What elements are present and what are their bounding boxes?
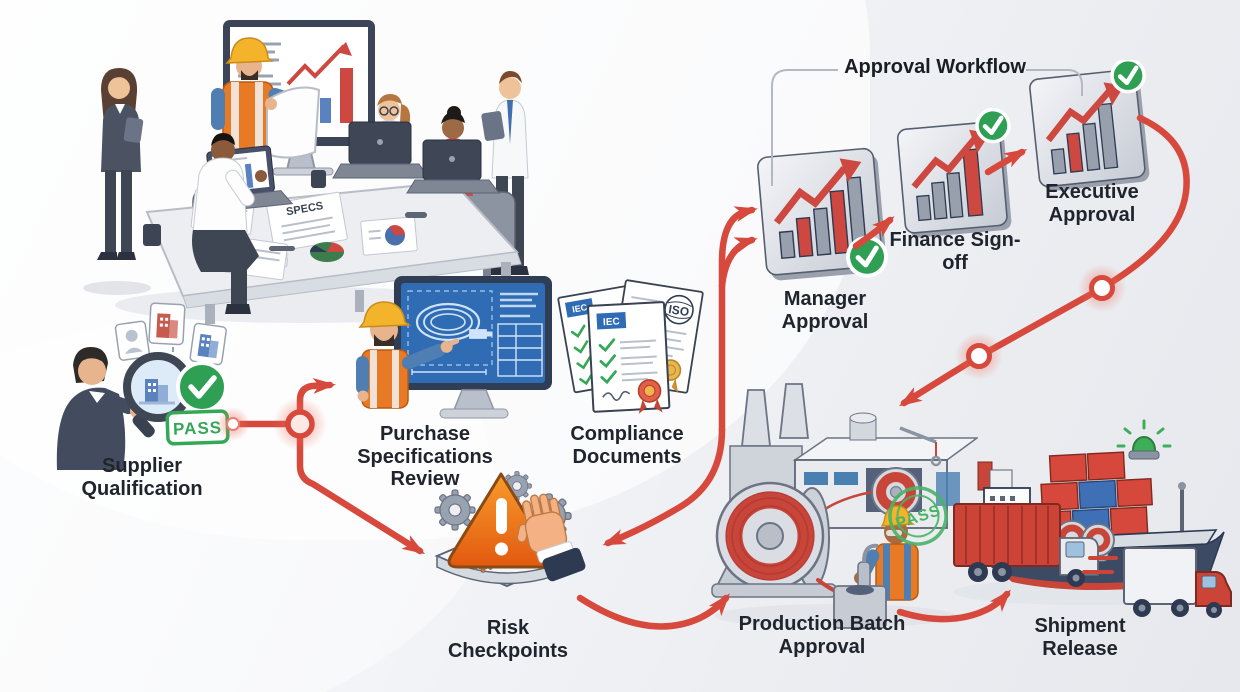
approval-workflow-bracket xyxy=(771,69,1083,186)
approval-cards-illustration xyxy=(757,60,1150,281)
flow-node-start xyxy=(216,407,250,441)
approval-workflow-title: Approval Workflow xyxy=(844,56,1026,78)
flow-risk-to-production xyxy=(576,593,730,630)
iec-document-front: IEC xyxy=(587,301,671,414)
flow-production-to-shipment xyxy=(896,589,1011,623)
shipment-release-label: Shipment Release xyxy=(1034,615,1126,660)
flow-to-manager xyxy=(718,206,758,434)
team-meeting-illustration: SPECS xyxy=(83,20,543,324)
check-icon xyxy=(975,107,1011,144)
supplier-qualification-label: Supplier Qualification xyxy=(81,455,203,500)
flow-node-mid-1 xyxy=(1078,264,1126,312)
purchase-specs-label: Purchase Specifications Review xyxy=(357,423,493,491)
shipment-release-illustration xyxy=(953,419,1232,618)
risk-checkpoints-illustration xyxy=(434,471,586,588)
flow-to-risk-2 xyxy=(602,426,726,547)
risk-checkpoints-label: Risk Checkpoints xyxy=(447,617,569,662)
reviewer-worker xyxy=(356,301,460,409)
svg-text:ISO: ISO xyxy=(668,302,691,319)
compliance-documents-illustration: IEC ISO xyxy=(557,279,704,414)
manager-approval-card xyxy=(757,147,889,281)
finance-signoff-label: Finance Sign-off xyxy=(889,229,1021,274)
hand-icon xyxy=(516,493,586,582)
flow-node-mid-2 xyxy=(955,332,1003,380)
container-truck-icon xyxy=(953,503,1099,587)
manager-approval-label: Manager Approval xyxy=(781,288,869,333)
purchase-specs-illustration xyxy=(356,276,552,419)
executive-approval-label: Executive Approval xyxy=(1045,181,1139,226)
executive-approval-card xyxy=(1029,60,1150,192)
svg-text:IEC: IEC xyxy=(571,302,588,315)
check-icon xyxy=(1110,60,1146,94)
big-cable-spool-icon xyxy=(711,481,884,601)
flow-node-junction xyxy=(273,397,327,451)
svg-text:PASS: PASS xyxy=(173,418,223,439)
specs-document: SPECS xyxy=(266,191,348,253)
svg-text:IEC: IEC xyxy=(603,316,620,328)
test-device-icon xyxy=(833,543,887,629)
siren-icon xyxy=(1116,419,1172,460)
compliance-documents-label: Compliance Documents xyxy=(570,423,684,468)
delivery-truck-icon xyxy=(1082,547,1232,618)
production-batch-label: Production Batch Approval xyxy=(738,613,906,658)
supplier-card-icons xyxy=(114,302,227,378)
flow-to-manager-2 xyxy=(718,236,758,290)
flow-to-risk xyxy=(296,432,426,555)
person-seated-man xyxy=(192,133,267,314)
flow-finance-to-executive xyxy=(984,148,1028,176)
small-cable-spool-icon xyxy=(807,467,921,522)
flow-manager-to-finance xyxy=(852,216,895,250)
supplier-qualification-illustration: PASS xyxy=(56,302,230,470)
production-batch-illustration: PASS xyxy=(711,383,978,629)
finance-signoff-card xyxy=(896,107,1012,238)
person-woman-left xyxy=(97,68,144,260)
inspector-person xyxy=(56,347,144,470)
flow-executive-to-production xyxy=(898,114,1190,407)
